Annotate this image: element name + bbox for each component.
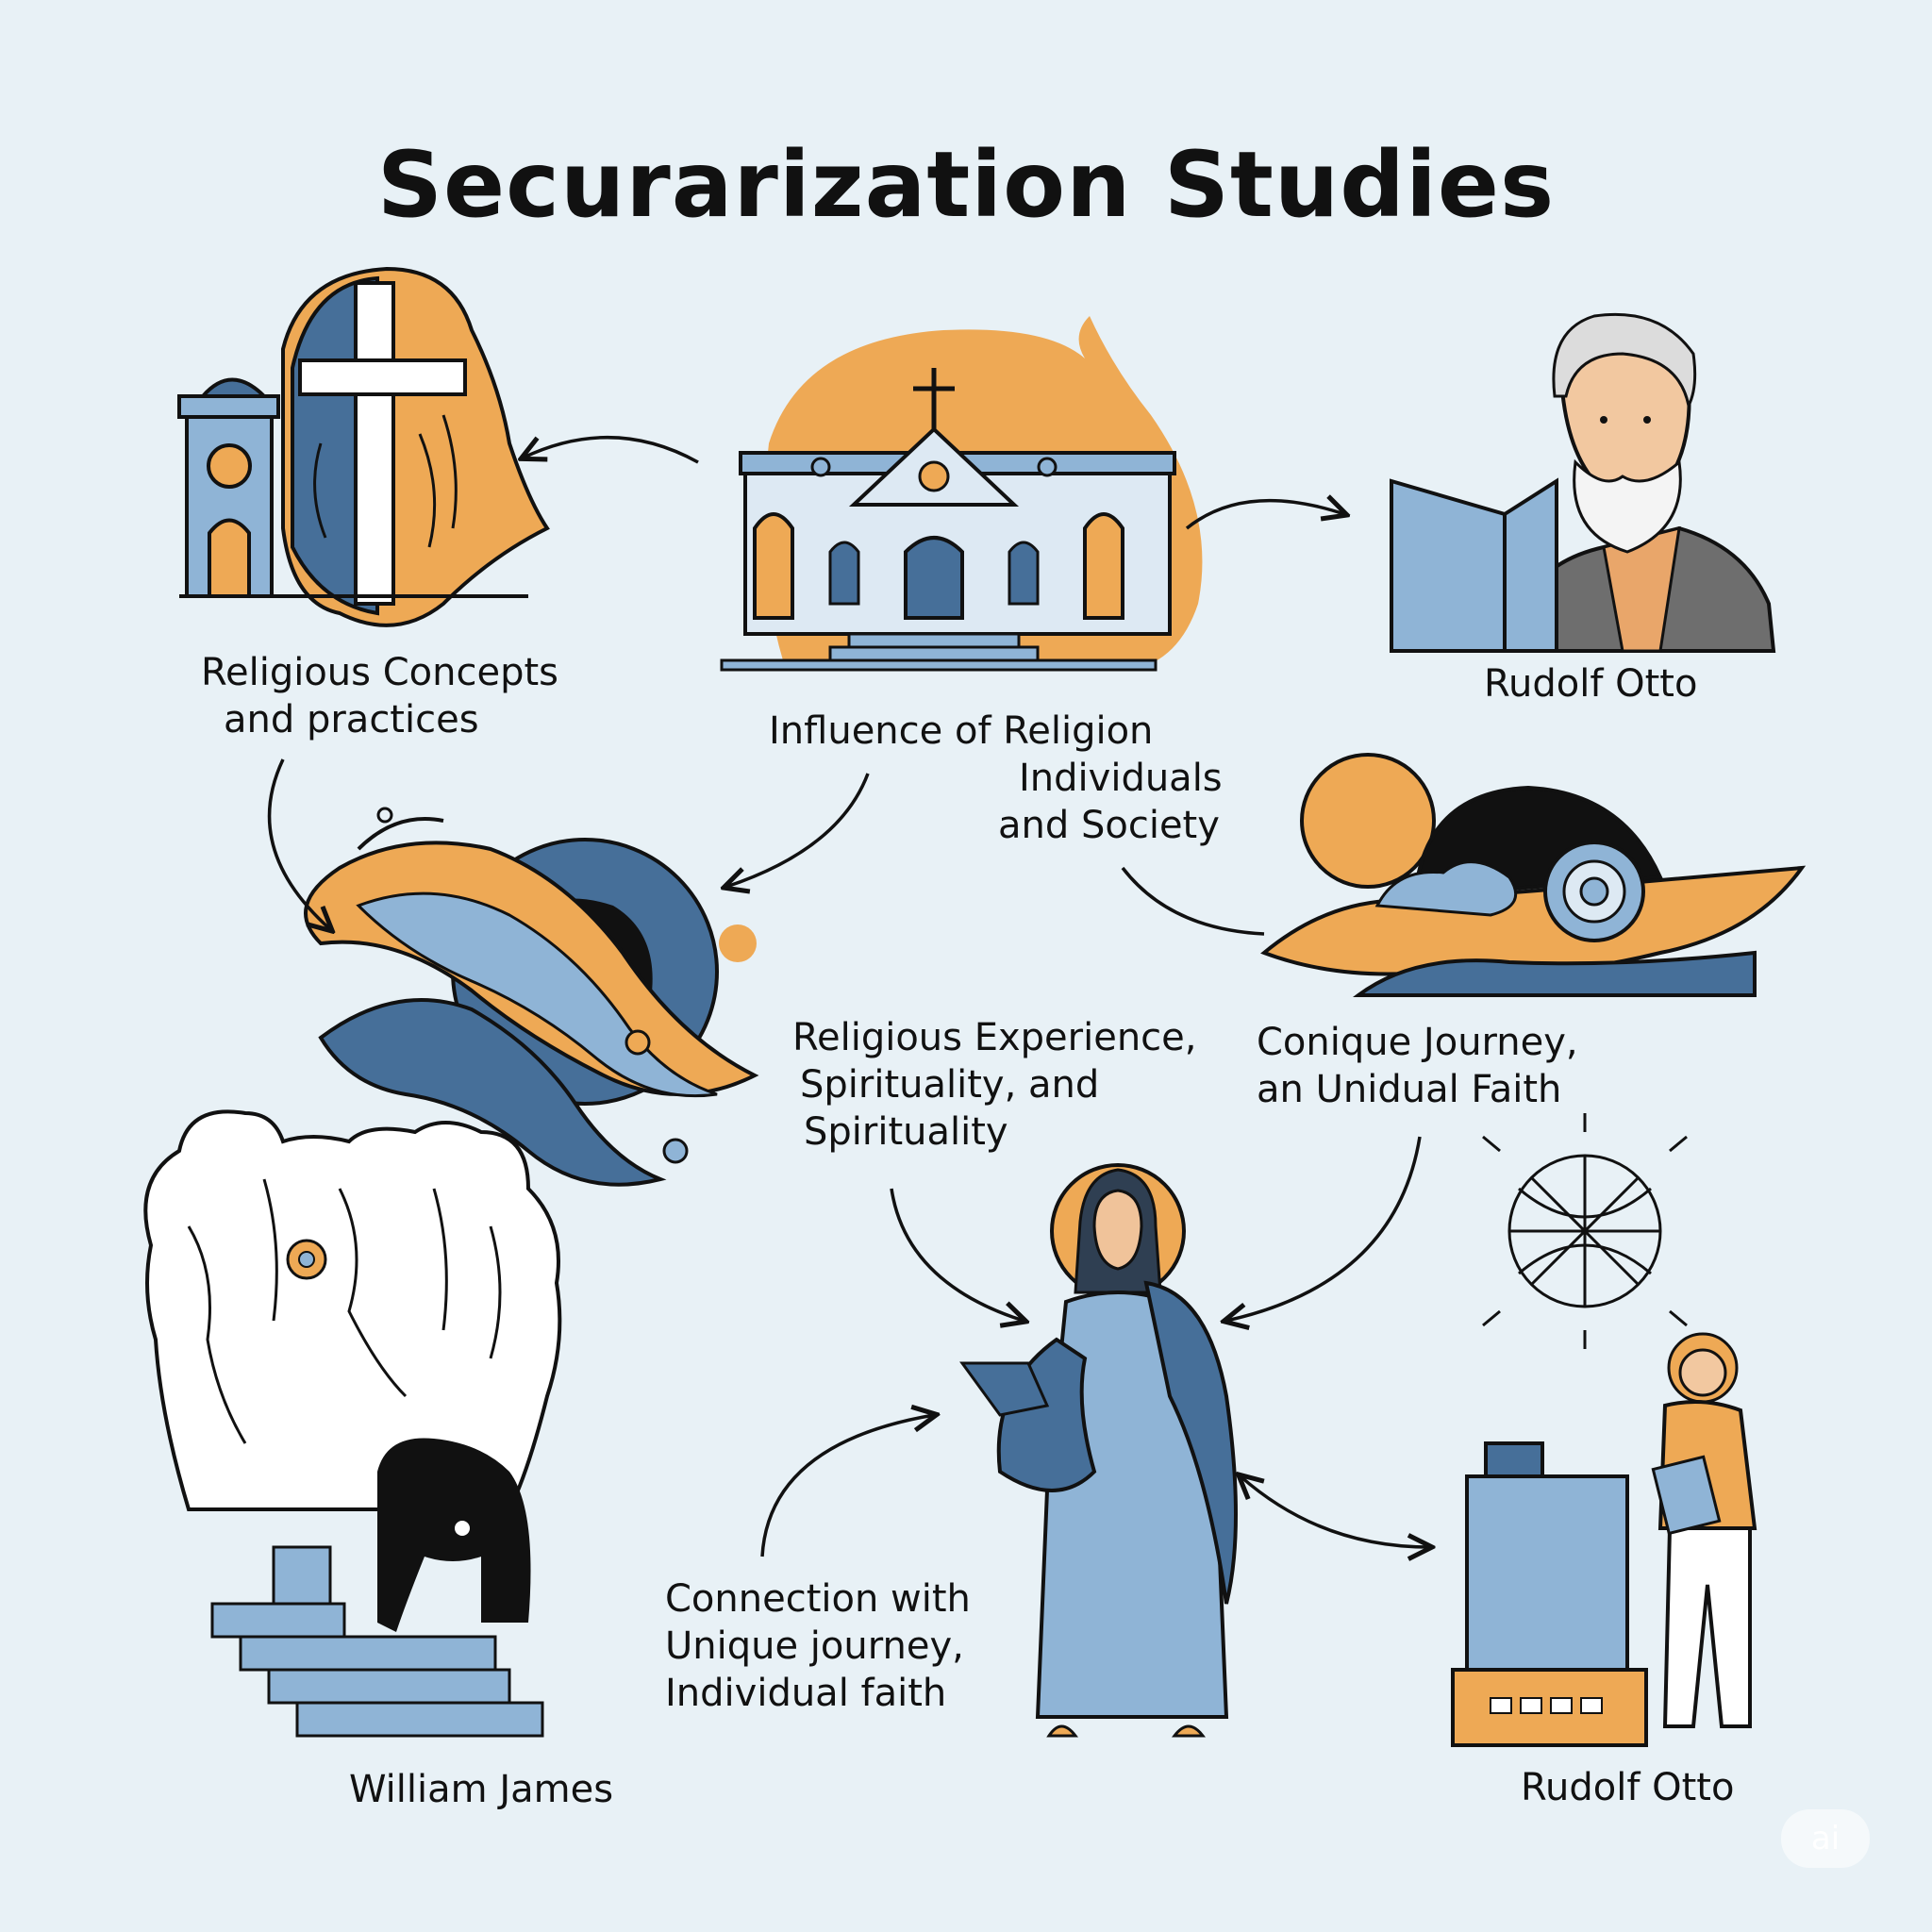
church-icon xyxy=(720,316,1203,672)
arrow-experience-to-saint xyxy=(890,1188,1024,1321)
saint-figure-icon xyxy=(959,1163,1238,1738)
label-conique-journey: Conique Journey, an Unidual Faith xyxy=(1257,1021,1578,1111)
label-rudolf-otto-top: Rudolf Otto xyxy=(1484,662,1698,706)
arrow-influence-to-planet xyxy=(1121,866,1265,936)
bearded-man-portrait-icon xyxy=(1390,312,1776,653)
rock-figure-icon xyxy=(143,1109,562,1738)
arrow-church-to-concepts xyxy=(524,435,699,464)
arrow-saint-otto-bidirectional xyxy=(1241,1476,1429,1547)
label-connection: Connection with Unique journey, Individu… xyxy=(665,1577,971,1715)
planet-wave-icon xyxy=(1260,753,1807,997)
geometric-sphere-icon xyxy=(1482,1113,1688,1349)
label-religious-concepts: Religious Concepts and practices xyxy=(201,651,558,741)
arrow-church-to-otto xyxy=(1185,501,1344,530)
label-influence-of-religion: Influence of Religion Individuals and So… xyxy=(769,709,1223,847)
page-title: Securarization Studies xyxy=(376,132,1556,238)
cosmic-swirl-icon xyxy=(304,807,759,1187)
label-rudolf-otto-bottom: Rudolf Otto xyxy=(1521,1766,1735,1809)
man-with-machine-icon xyxy=(1451,1332,1757,1747)
connector-arrows xyxy=(267,435,1429,1557)
label-religious-experience: Religious Experience, Spirituality, and … xyxy=(792,1016,1197,1154)
arrow-connection-to-saint xyxy=(760,1415,934,1557)
label-william-james: William James xyxy=(349,1768,614,1811)
arrow-journey-to-saint xyxy=(1226,1136,1422,1321)
watermark-badge: ai xyxy=(1781,1809,1870,1868)
arrow-concepts-to-swirl xyxy=(267,758,330,929)
arrow-influence-to-swirl xyxy=(726,773,870,887)
cross-tower-icon xyxy=(177,266,550,627)
